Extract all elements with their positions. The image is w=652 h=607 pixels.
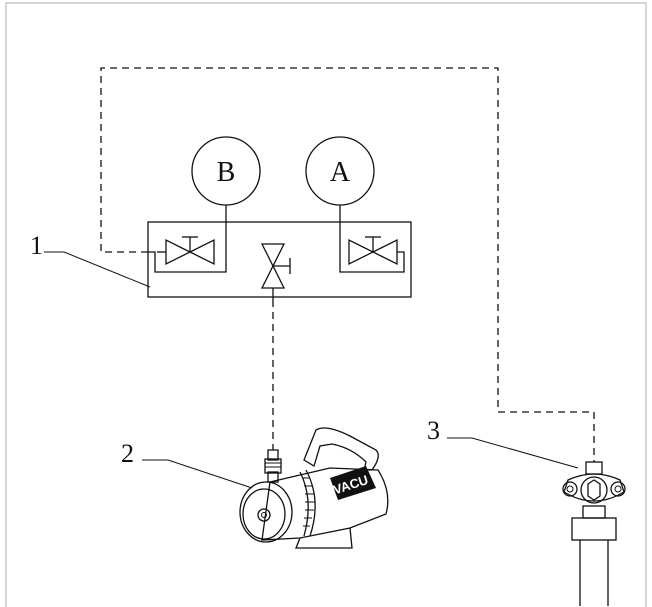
gauge-a-label: A xyxy=(330,157,351,188)
manifold: B A xyxy=(147,136,412,300)
pump-label-plate xyxy=(330,466,376,500)
callout-1: 1 xyxy=(30,231,43,260)
dashed-hose-to-valve xyxy=(100,67,595,462)
callout-leader-3 xyxy=(447,437,579,469)
gauge-b xyxy=(191,136,261,206)
access-valve xyxy=(562,461,626,606)
callout-3: 3 xyxy=(427,416,440,445)
callout-leader-2 xyxy=(142,459,253,489)
manifold-body xyxy=(147,221,412,298)
diagram-frame xyxy=(5,2,647,607)
callout-2: 2 xyxy=(121,439,134,468)
vacuum-pump: VACU xyxy=(239,427,389,549)
callout-leader-1 xyxy=(44,251,151,288)
gauge-b-label: B xyxy=(217,157,236,188)
gauge-a xyxy=(305,136,375,206)
center-valve-icon xyxy=(260,243,291,300)
right-valve-icon xyxy=(339,222,405,273)
left-valve-icon xyxy=(148,222,227,273)
